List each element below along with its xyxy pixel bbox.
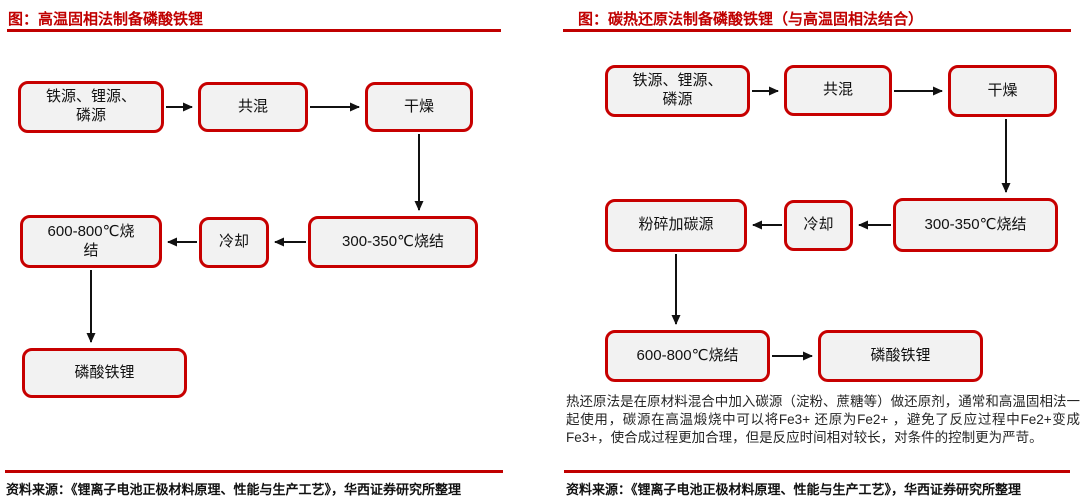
left-node-sinter-low-temp: 300-350℃烧结 <box>308 216 478 268</box>
left-node-blend: 共混 <box>198 82 308 132</box>
left-node-sinter-high-temp-label: 600-800℃烧 结 <box>47 222 135 259</box>
left-node-dry: 干燥 <box>365 82 473 132</box>
right-node-raw-sources: 铁源、锂源、 磷源 <box>605 65 750 117</box>
left-node-raw-sources: 铁源、锂源、 磷源 <box>18 81 164 133</box>
left-node-sinter-low-temp-label: 300-350℃烧结 <box>342 232 444 250</box>
right-source-note: 资料来源：《锂离子电池正极材料原理、性能与生产工艺》，华西证券研究所整理 <box>566 482 1022 497</box>
left-title-rule <box>7 29 501 32</box>
right-node-dry-label: 干燥 <box>987 81 1018 99</box>
right-node-sinter-low-temp-label: 300-350℃烧结 <box>924 215 1027 233</box>
left-node-cool: 冷却 <box>199 217 269 268</box>
right-node-cool-label: 冷却 <box>803 216 834 234</box>
left-source-note: 资料来源：《锂离子电池正极材料原理、性能与生产工艺》，华西证券研究所整理 <box>6 482 462 497</box>
right-node-sinter-low-temp: 300-350℃烧结 <box>893 198 1058 252</box>
right-node-cool: 冷却 <box>784 200 853 251</box>
right-node-raw-sources-label: 铁源、锂源、 磷源 <box>632 72 723 108</box>
right-node-crush-add-carbon: 粉碎加碳源 <box>605 199 747 252</box>
right-node-sinter-high-temp-label: 600-800℃烧结 <box>636 346 739 364</box>
right-node-product-lifepo4-label: 磷酸铁锂 <box>870 346 931 364</box>
right-node-sinter-high-temp: 600-800℃烧结 <box>605 330 770 382</box>
left-node-product-lifepo4-label: 磷酸铁锂 <box>74 363 135 381</box>
right-node-crush-add-carbon-label: 粉碎加碳源 <box>638 216 714 234</box>
left-footer-rule <box>5 470 503 473</box>
left-node-blend-label: 共混 <box>237 97 268 115</box>
left-node-dry-label: 干燥 <box>403 97 434 115</box>
right-node-blend: 共混 <box>784 65 892 116</box>
left-node-cool-label: 冷却 <box>218 233 249 251</box>
left-node-raw-sources-label: 铁源、锂源、 磷源 <box>45 88 136 124</box>
right-footer-rule <box>564 470 1070 473</box>
right-node-dry: 干燥 <box>948 65 1057 117</box>
right-figure-title: 图：碳热还原法制备磷酸铁锂（与高温固相法结合） <box>578 11 924 28</box>
right-node-blend-label: 共混 <box>822 81 853 99</box>
right-node-product-lifepo4: 磷酸铁锂 <box>818 330 983 382</box>
right-title-rule <box>563 29 1071 32</box>
left-node-sinter-high-temp: 600-800℃烧 结 <box>20 215 162 268</box>
left-node-product-lifepo4: 磷酸铁锂 <box>22 348 187 398</box>
left-figure-title: 图：高温固相法制备磷酸铁锂 <box>8 11 204 28</box>
right-chart-note: 热还原法是在原材料混合中加入碳源（淀粉、蔗糖等）做还原剂，通常和高温固相法一起使… <box>566 394 1080 446</box>
